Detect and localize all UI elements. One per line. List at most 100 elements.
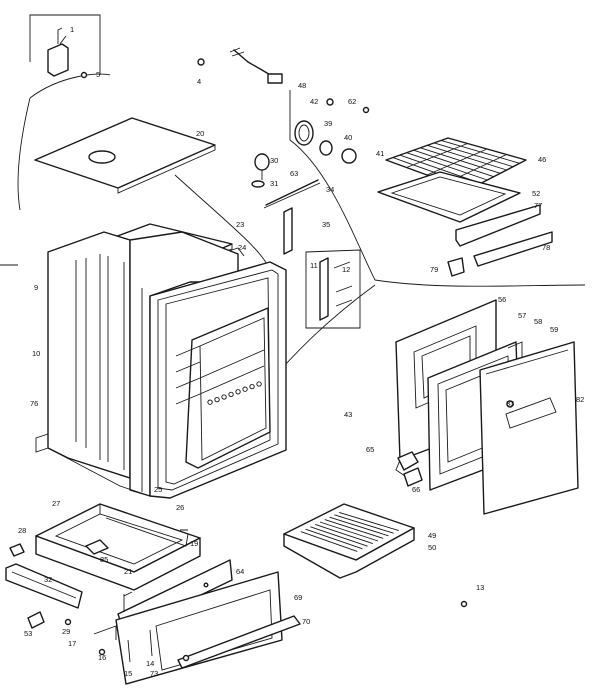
light-bulb (341, 148, 357, 164)
callout-25: 25 (154, 485, 162, 494)
callout-56: 56 (498, 295, 506, 304)
light-cover (294, 120, 314, 146)
callout-40: 40 (344, 133, 352, 142)
trim-78 (473, 231, 553, 267)
slide-hole (203, 582, 209, 588)
drawer-handle-70 (177, 615, 301, 669)
door-handle-screw (506, 400, 514, 408)
callout-10: 10 (32, 349, 40, 358)
trim-77 (455, 204, 541, 247)
module-part (47, 43, 69, 77)
drawer-front (93, 571, 301, 685)
cord-prongs (229, 47, 245, 57)
top-panel-hole (88, 150, 116, 164)
callout-24: 24 (238, 243, 246, 252)
callout-20: 20 (196, 129, 204, 138)
callout-41: 41 (376, 149, 384, 158)
callout-62: 62 (348, 97, 356, 106)
bracket-17 (93, 625, 117, 640)
callout-64: 64 (236, 567, 244, 576)
callout-5: 5 (96, 70, 100, 79)
knob-30 (254, 153, 270, 171)
callout-30: 30 (270, 156, 278, 165)
clip-53 (27, 611, 45, 629)
clip-28 (9, 543, 25, 557)
callout-28: 28 (18, 526, 26, 535)
callout-66: 66 (412, 485, 420, 494)
callout-11: 11 (310, 261, 318, 270)
cord-plug (267, 73, 283, 84)
slide-tab-21 (123, 591, 133, 612)
rod-63-shadow (263, 182, 321, 209)
detail-bracket-top-left (29, 14, 101, 75)
cabinet-body (35, 231, 239, 497)
callout-57: 57 (518, 311, 526, 320)
legs-14-15 (127, 629, 153, 663)
callout-4: 4 (197, 77, 201, 86)
detail-curve-left-lower (17, 97, 31, 211)
rod-63 (265, 179, 319, 206)
callout-9: 9 (34, 283, 38, 292)
callout-49: 49 (428, 531, 436, 540)
callout-70: 70 (302, 617, 310, 626)
callout-83: 83 (506, 399, 514, 408)
callout-19: 19 (190, 539, 198, 548)
hinge-66 (403, 467, 423, 487)
callout-77: 77 (534, 201, 542, 210)
power-cord (233, 49, 273, 77)
callout-79: 79 (430, 265, 438, 274)
callout-15: 15 (124, 669, 132, 678)
broiler-pan (283, 503, 415, 579)
callout-13: 13 (476, 583, 484, 592)
callout-17: 17 (68, 639, 76, 648)
detail-curve-left (29, 73, 111, 99)
broiler-frame (377, 171, 521, 223)
clip-62 (362, 106, 370, 114)
drawer-clip-85 (85, 539, 109, 555)
top-panel-edge (117, 145, 216, 194)
callout-63: 63 (290, 169, 298, 178)
broiler-frame-inner (390, 176, 507, 216)
hinge-65 (397, 451, 419, 471)
callout-43: 43 (344, 410, 352, 419)
callout-14: 14 (146, 659, 154, 668)
screw-29 (64, 618, 72, 626)
callout-31: 31 (270, 179, 278, 188)
callout-52: 52 (532, 189, 540, 198)
callout-50: 50 (428, 543, 436, 552)
callout-12: 12 (342, 265, 350, 274)
screw-73 (182, 654, 190, 662)
callout-59: 59 (550, 325, 558, 334)
callout-34: 34 (326, 185, 334, 194)
module-wires (57, 27, 67, 45)
callout-82: 82 (576, 395, 584, 404)
rail-groove (11, 571, 77, 599)
callout-42: 42 (310, 97, 318, 106)
callout-27: 27 (52, 499, 60, 508)
callout-1: 1 (70, 25, 74, 34)
callout-32: 32 (44, 575, 52, 584)
bracket-11 (319, 257, 329, 321)
drawer-rail-32 (5, 563, 83, 609)
callout-78: 78 (542, 243, 550, 252)
callout-23: 23 (236, 220, 244, 229)
callout-labels: 1 5 4 48 42 62 20 39 40 41 46 30 31 63 3… (18, 25, 584, 678)
screw-42 (326, 98, 334, 106)
callout-69: 69 (294, 593, 302, 602)
callout-65: 65 (366, 445, 374, 454)
clip-79 (447, 257, 465, 277)
callout-76: 76 (30, 399, 38, 408)
door-handle (505, 397, 557, 429)
callout-85: 85 (100, 555, 108, 564)
callout-53: 53 (24, 629, 32, 638)
callout-73: 73 (150, 669, 158, 678)
callout-29: 29 (62, 627, 70, 636)
callout-21: 21 (124, 567, 132, 576)
callout-58: 58 (534, 317, 542, 326)
callout-35: 35 (322, 220, 330, 229)
screw-16 (98, 648, 106, 656)
screw-4 (197, 58, 205, 66)
strip-35 (283, 207, 293, 255)
